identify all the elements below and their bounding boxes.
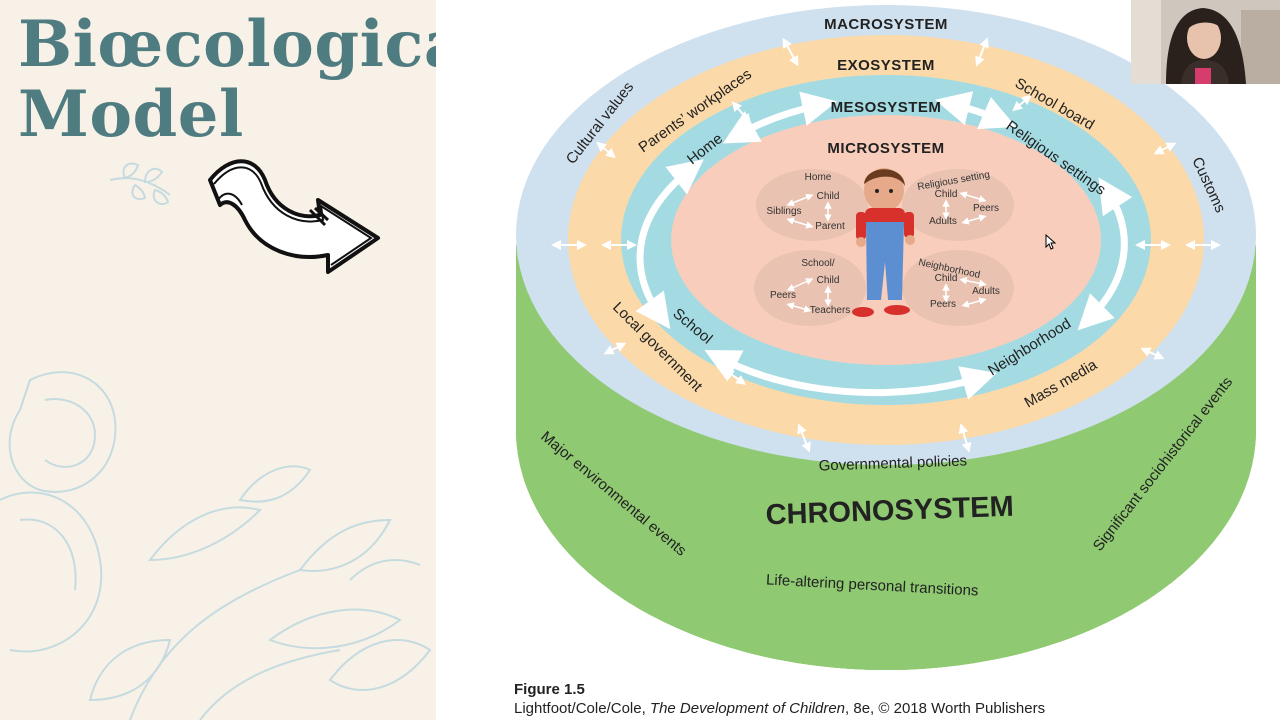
micro-home-title: Home bbox=[805, 172, 832, 183]
micro-neighborhood-peers: Peers bbox=[930, 299, 956, 310]
micro-neighborhood-child: Child bbox=[935, 273, 958, 284]
diagram-area: MACROSYSTEM EXOSYSTEM MESOSYSTEM MICROSY… bbox=[436, 0, 1280, 720]
caption-edition: , 8e, © 2018 Worth Publishers bbox=[845, 700, 1046, 717]
micro-school-child: Child bbox=[817, 275, 840, 286]
micro-school-group: School/ Child Peers Teachers bbox=[754, 250, 866, 326]
mesosystem-arrows bbox=[635, 91, 1133, 400]
presenter-video-icon bbox=[1131, 0, 1280, 84]
exosystem-label: EXOSYSTEM bbox=[837, 57, 935, 74]
floral-decoration bbox=[0, 162, 432, 720]
micro-school-teachers: Teachers bbox=[810, 305, 851, 316]
caption-authors: Lightfoot/Cole/Cole, bbox=[514, 700, 650, 717]
micro-school-title: School/ bbox=[801, 258, 835, 269]
micro-home-child: Child bbox=[817, 191, 840, 202]
governmental-policies-label: Governmental policies bbox=[818, 452, 967, 474]
macrosystem-label: MACROSYSTEM bbox=[824, 16, 948, 33]
micro-religious-peers: Peers bbox=[973, 203, 999, 214]
caption-book-title: The Development of Children bbox=[649, 700, 846, 717]
micro-home-siblings: Siblings bbox=[766, 206, 801, 217]
micro-neighborhood-group: Neighborhood Child Adults Peers bbox=[902, 250, 1014, 326]
sketch-arrow-icon bbox=[208, 159, 380, 274]
micro-neighborhood-adults: Adults bbox=[972, 286, 1000, 297]
slide-title-line-2: Model bbox=[18, 77, 244, 152]
micro-school-peers: Peers bbox=[770, 290, 796, 301]
micro-religious-child: Child bbox=[935, 189, 958, 200]
micro-home-group: Home Child Siblings Parent bbox=[756, 169, 868, 241]
mesosystem-label: MESOSYSTEM bbox=[831, 99, 942, 116]
micro-home-parent: Parent bbox=[815, 221, 845, 232]
microsystem-label: MICROSYSTEM bbox=[827, 140, 944, 157]
slide-left-panel: Biœcological Model bbox=[0, 0, 436, 720]
bioecological-diagram: MACROSYSTEM EXOSYSTEM MESOSYSTEM MICROSY… bbox=[516, 5, 1256, 670]
micro-religious-adults: Adults bbox=[929, 216, 957, 227]
slide-title-line-1: Biœcological bbox=[18, 7, 436, 82]
figure-number: Figure 1.5 bbox=[514, 681, 585, 698]
ring-connector-arrows bbox=[551, 37, 1221, 453]
webcam-video-feed bbox=[1131, 0, 1280, 84]
figure-caption: Figure 1.5 Lightfoot/Cole/Cole, The Deve… bbox=[514, 680, 1045, 718]
micro-religious-group: Religious setting Child Peers Adults bbox=[902, 169, 1014, 241]
slide-title: Biœcological Model bbox=[18, 10, 436, 150]
mouse-cursor-icon bbox=[1045, 234, 1057, 250]
child-figure-icon bbox=[852, 168, 915, 317]
